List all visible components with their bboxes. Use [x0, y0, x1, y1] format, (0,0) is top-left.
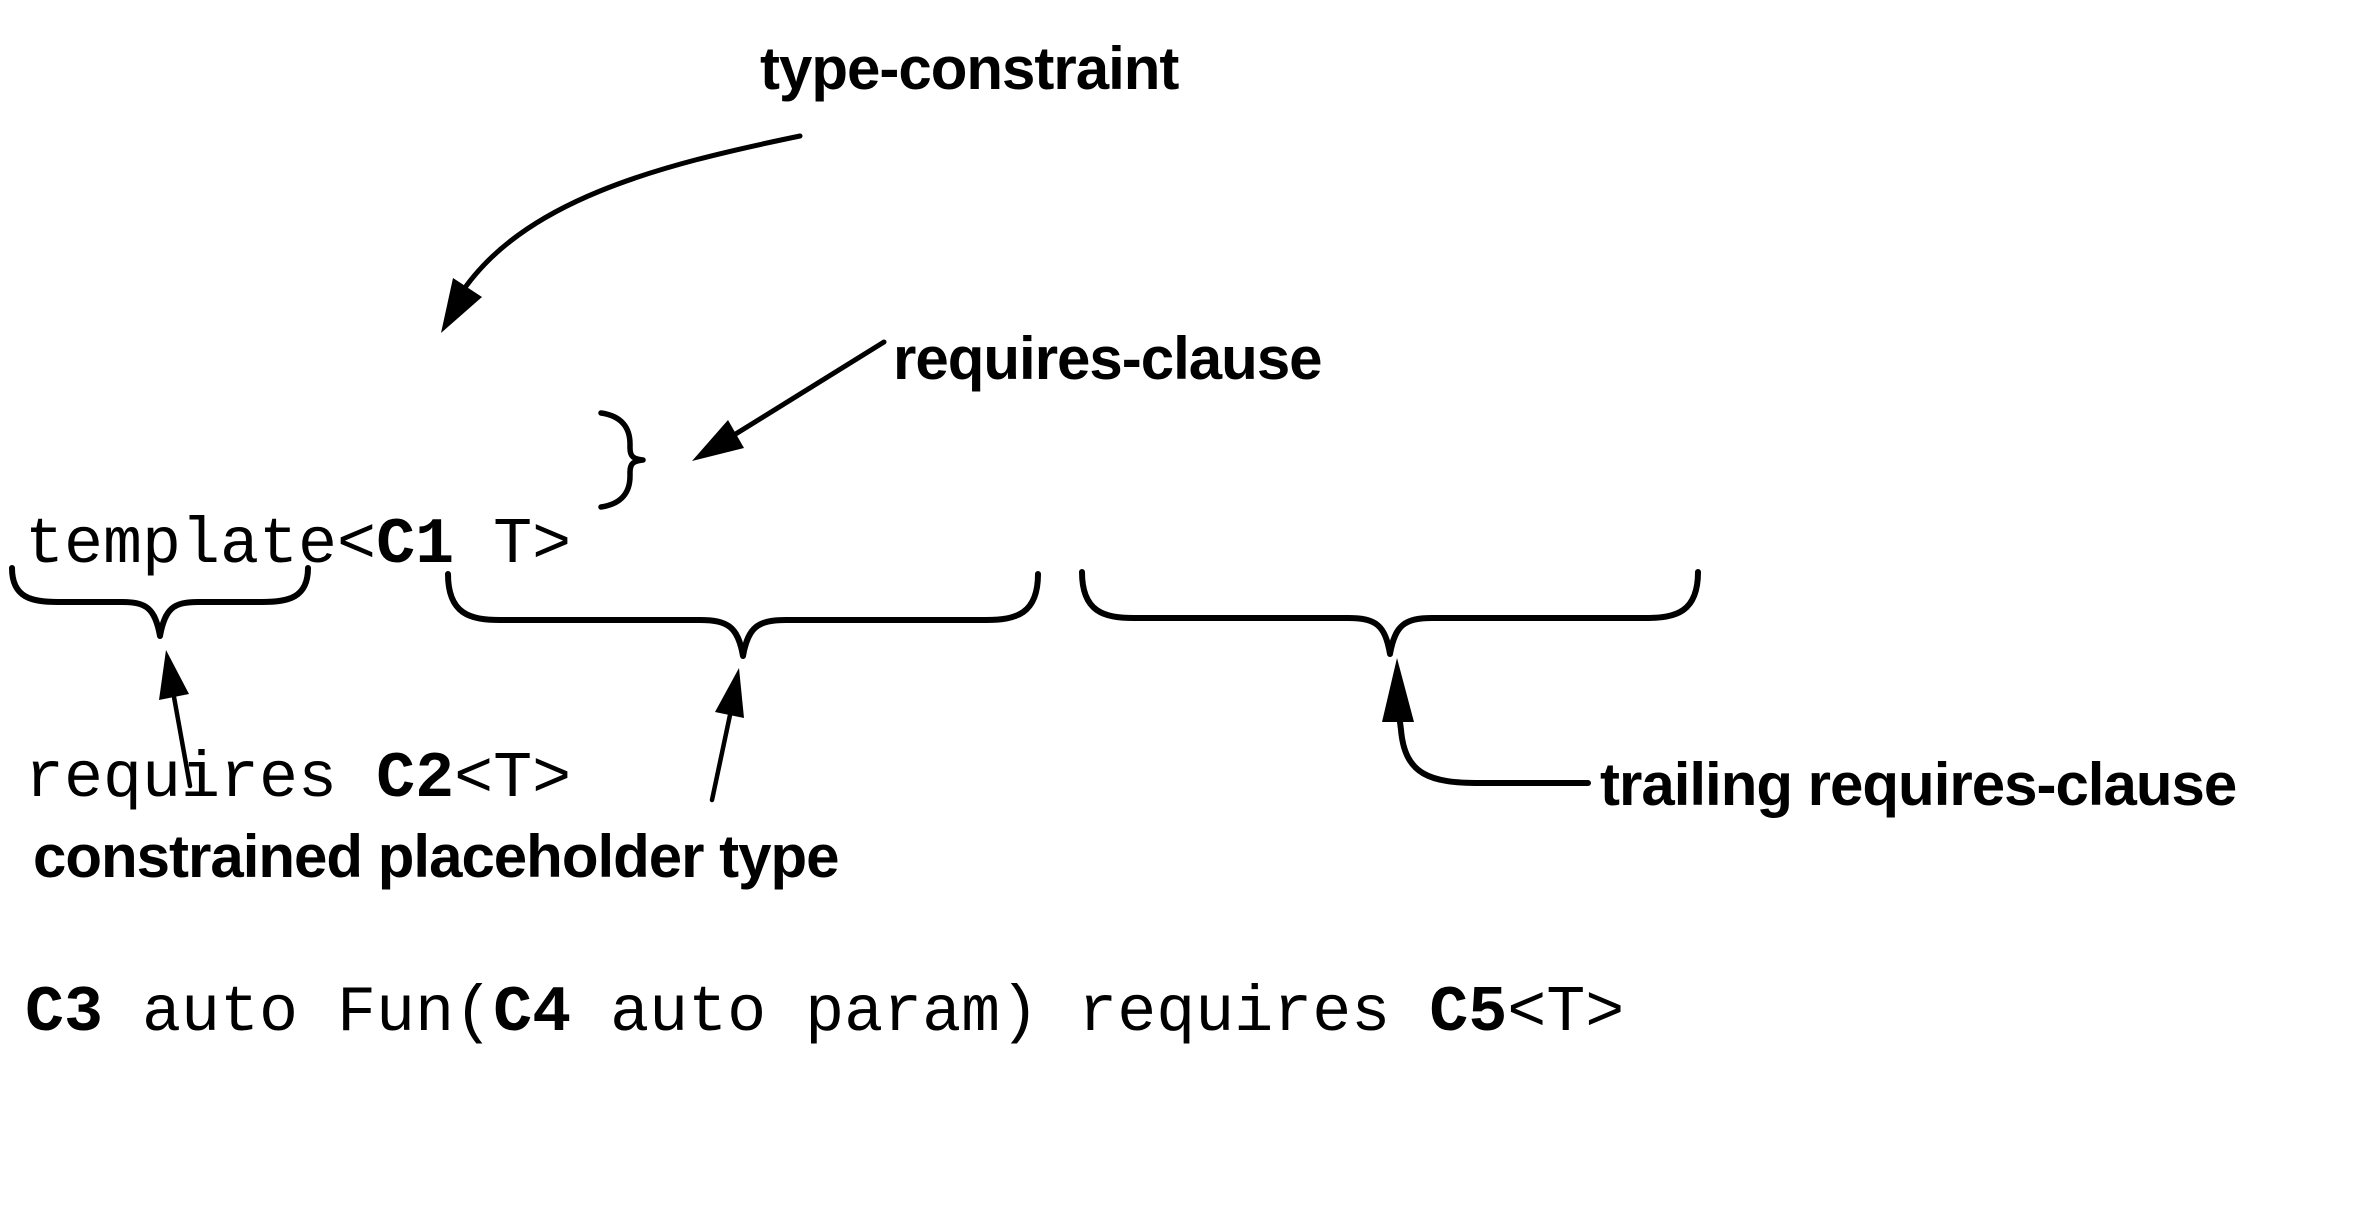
label-requires-clause: requires-clause	[893, 325, 1323, 392]
code-return-and-fn: auto Fun(	[103, 976, 494, 1050]
code-concept-c1: C1	[376, 508, 455, 582]
code-keyword-template: template<	[25, 508, 377, 582]
trailing-requires-arrow-line	[1397, 719, 1591, 786]
constrained-placeholder-arrow-left	[159, 650, 193, 789]
label-constrained-placeholder-type: constrained placeholder type	[33, 823, 840, 890]
code-line-requires: requires C2<T>	[25, 740, 1624, 818]
underbrace-constrained-return-type	[9, 565, 311, 639]
code-line-template: template<C1 T>	[25, 506, 1624, 584]
code-param-and-requires: auto param) requires	[571, 976, 1430, 1050]
code-template-param: T>	[454, 508, 572, 582]
annotation-overlay	[9, 133, 1701, 803]
label-trailing-requires-clause: trailing requires-clause	[1600, 751, 2237, 818]
label-type-constraint: type-constraint	[760, 35, 1179, 102]
requires-clause-arrow-line	[731, 339, 887, 438]
requires-clause-brace	[598, 410, 646, 510]
constrained-placeholder-arrowhead-right-icon	[715, 668, 744, 718]
type-constraint-arrow-line	[455, 133, 803, 301]
requires-clause-arrowhead-icon	[692, 420, 744, 461]
code-concept-c4: C4	[493, 976, 572, 1050]
constrained-placeholder-arrow-right	[709, 668, 744, 803]
type-constraint-arrowhead-icon	[441, 278, 482, 333]
type-constraint-arrow	[441, 133, 803, 333]
diagram-canvas: type-constraint requires-clause constrai…	[9, 35, 2237, 1050]
code-concept-c5: C5	[1429, 976, 1508, 1050]
underbrace-constrained-param-type	[445, 571, 1041, 659]
constrained-placeholder-arrow-left-line	[171, 694, 193, 789]
constrained-placeholder-arrow-right-line	[709, 712, 733, 803]
trailing-requires-arrowhead-icon	[1382, 658, 1414, 722]
code-template-arg: <T>	[454, 742, 572, 816]
constrained-placeholder-arrowhead-left-icon	[159, 650, 189, 700]
code-keyword-requires: requires	[25, 742, 377, 816]
trailing-requires-arrow	[1382, 658, 1591, 786]
code-concept-c2: C2	[376, 742, 455, 816]
underbrace-trailing-requires	[1079, 569, 1701, 657]
code-template-arg-2: <T>	[1507, 976, 1625, 1050]
code-concept-c3: C3	[25, 976, 104, 1050]
code-line-function: C3 auto Fun(C4 auto param) requires C5<T…	[25, 974, 1624, 1052]
requires-clause-arrow	[692, 339, 887, 461]
